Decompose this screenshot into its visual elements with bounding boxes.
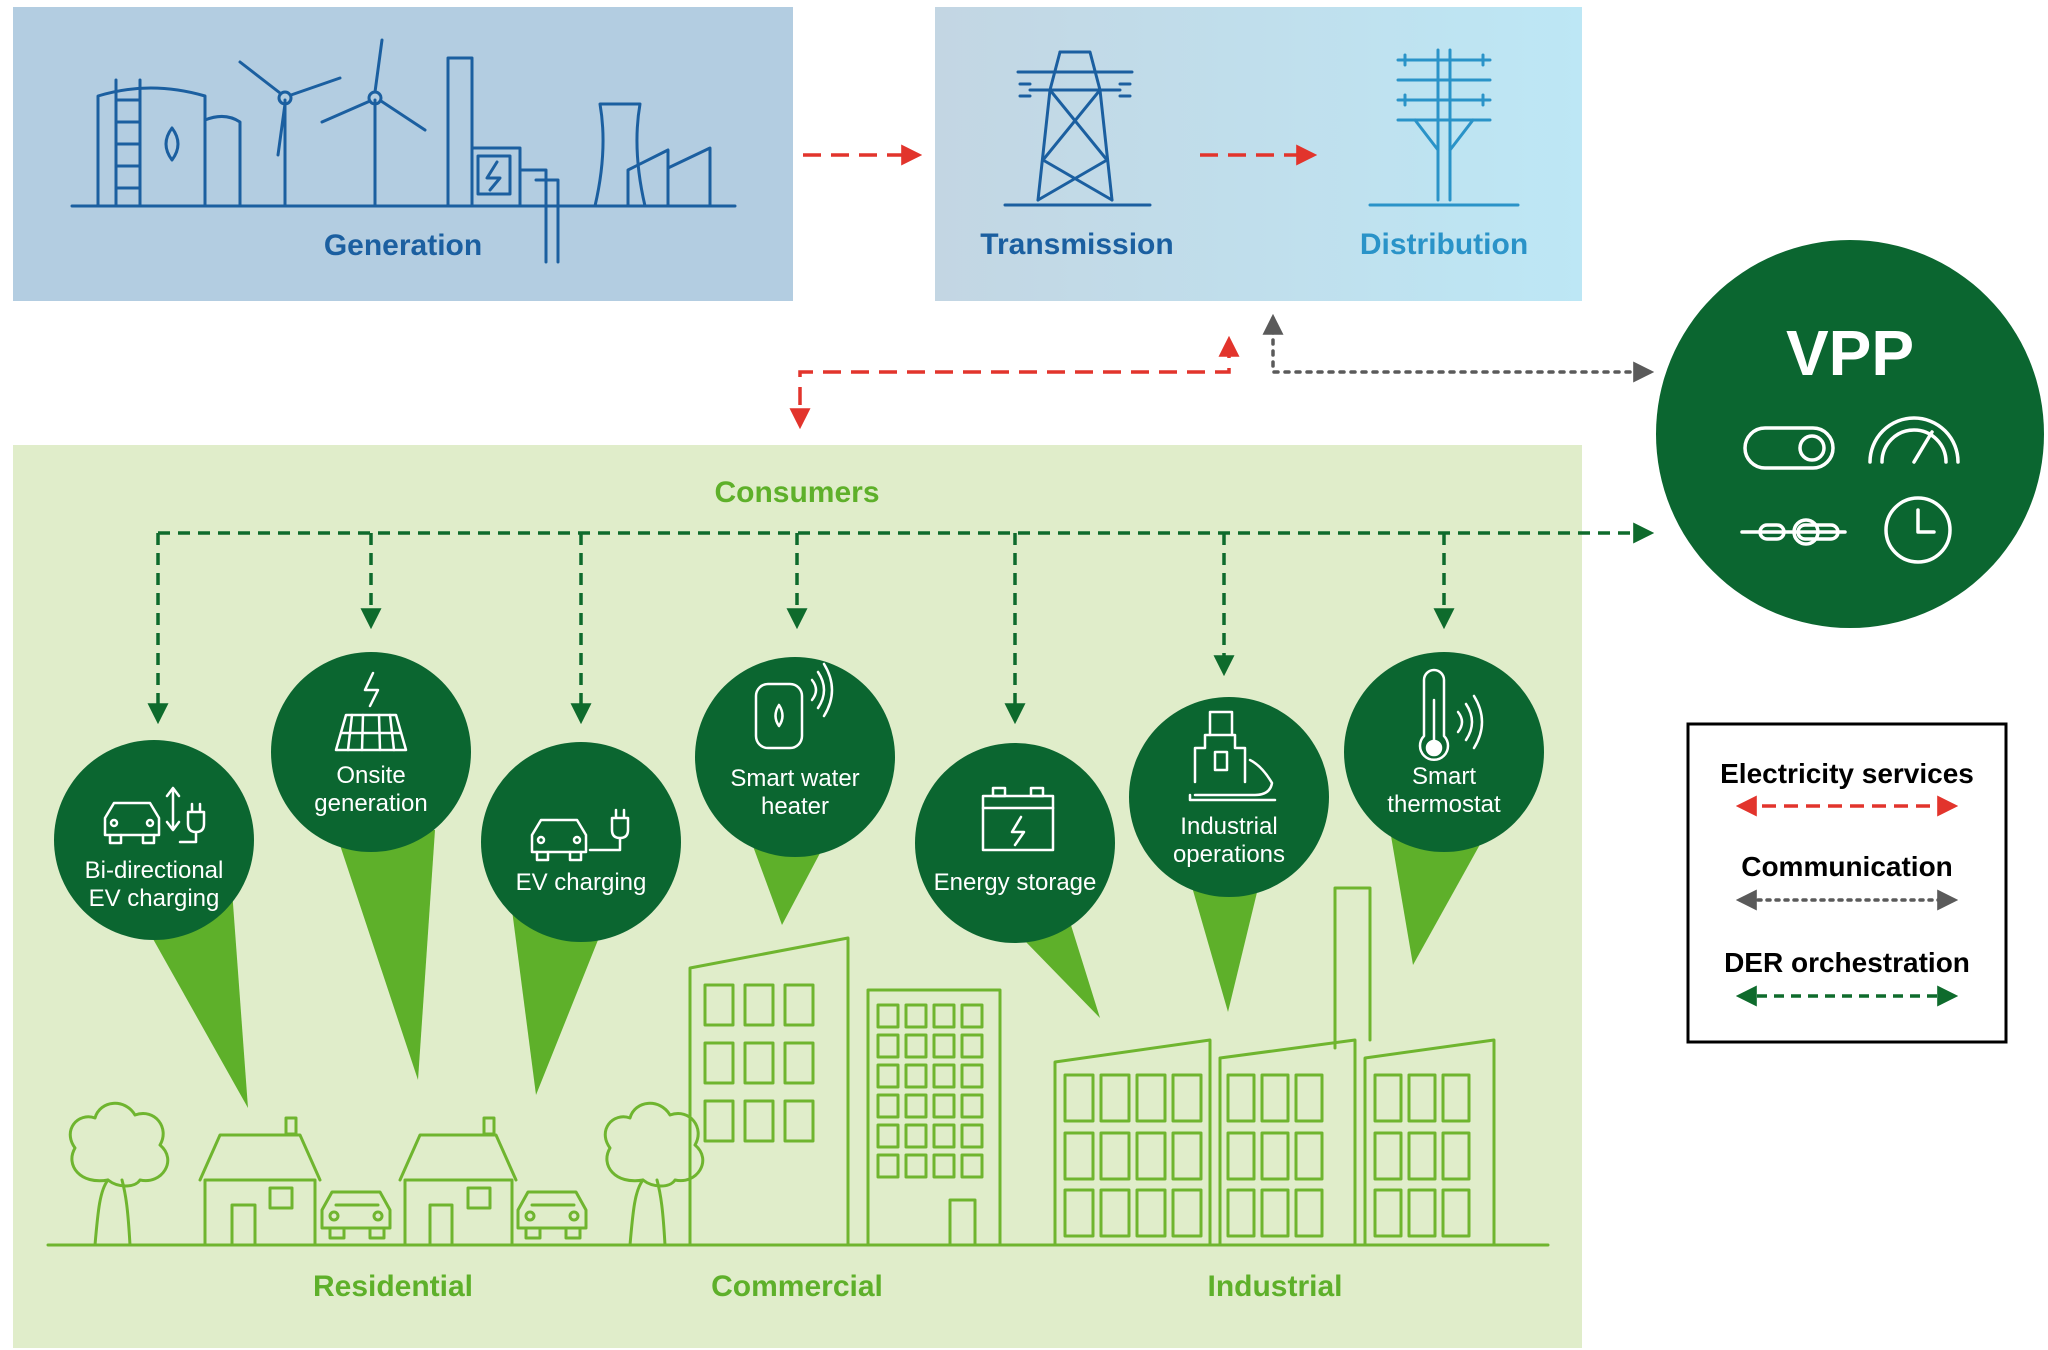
transmission-label: Transmission	[980, 228, 1173, 261]
pin-ev-charging	[481, 742, 681, 942]
tree-icon	[68, 1101, 170, 1247]
power-plants-icon	[70, 38, 737, 264]
pin-tail-smart-water-heater	[750, 838, 828, 925]
solar-panel-icon	[334, 671, 408, 752]
clock-icon	[1884, 496, 1952, 564]
communication-arrow-grid-to-vpp	[1262, 313, 1655, 383]
der-pins: Bi-directional EV charging Onsite genera…	[54, 652, 1544, 1108]
pin-label-bidirectional-ev-1: Bi-directional	[85, 857, 224, 884]
cityscape	[46, 886, 1550, 1247]
generation-panel: Generation	[13, 7, 793, 301]
pin-label-ev-charging-1: EV charging	[516, 869, 647, 896]
vpp-label: VPP	[1786, 317, 1914, 389]
generation-label: Generation	[324, 229, 482, 262]
tree-icon	[603, 1101, 705, 1247]
pin-tail-industrial-operations	[1190, 880, 1260, 1012]
pin-tail-bidirectional-ev	[148, 890, 248, 1108]
bidirectional-ev-charging-icon	[103, 786, 206, 845]
office-building-icon	[688, 936, 850, 1247]
sector-label-commercial: Commercial	[711, 1270, 883, 1303]
toggle-switch-icon	[1743, 426, 1835, 470]
house-icon	[398, 1116, 518, 1247]
house-icon	[198, 1116, 322, 1247]
pin-onsite-generation	[271, 652, 471, 852]
sector-labels: Residential Commercial Industrial	[313, 1270, 1343, 1303]
water-heater-icon	[754, 662, 834, 750]
pin-tail-smart-thermostat	[1390, 830, 1488, 965]
pin-label-bidirectional-ev-2: EV charging	[89, 885, 220, 912]
office-building-icon	[866, 988, 1002, 1247]
pin-label-smart-thermostat-1: Smart	[1412, 763, 1476, 790]
pin-label-industrial-operations-2: operations	[1173, 841, 1285, 868]
pin-smart-water-heater	[695, 657, 895, 857]
pin-label-industrial-operations-1: Industrial	[1180, 813, 1277, 840]
pin-label-smart-water-heater-1: Smart water	[730, 765, 859, 792]
battery-icon	[981, 786, 1055, 852]
sector-label-industrial: Industrial	[1207, 1270, 1342, 1303]
factory-building-icon	[1053, 886, 1496, 1247]
der-orchestration-lines	[147, 522, 1655, 725]
vpp-hub: VPP	[1656, 240, 2044, 628]
pin-label-smart-water-heater-2: heater	[761, 793, 829, 820]
pin-label-smart-thermostat-2: thermostat	[1387, 791, 1501, 818]
distribution-label: Distribution	[1360, 228, 1528, 261]
consumers-title: Consumers	[714, 476, 879, 509]
slider-icon	[1740, 518, 1847, 546]
transmission-tower-icon	[1003, 50, 1152, 207]
pin-tail-ev-charging	[512, 910, 610, 1095]
legend-label-der-orchestration: DER orchestration	[1724, 947, 1970, 978]
car-icon	[516, 1190, 588, 1240]
pin-label-energy-storage-1: Energy storage	[934, 869, 1097, 896]
distribution-pole-icon	[1368, 48, 1520, 207]
pin-label-onsite-generation-1: Onsite	[336, 762, 405, 789]
industrial-machine-icon	[1188, 710, 1277, 802]
electricity-arrow-grid-to-consumers	[789, 335, 1240, 430]
pin-industrial-operations	[1129, 697, 1329, 897]
grid-panel: Transmission Distribution	[935, 7, 1582, 301]
sector-label-residential: Residential	[313, 1270, 473, 1303]
legend: Electricity services Communication DER o…	[1686, 722, 2008, 1044]
legend-label-electricity-services: Electricity services	[1720, 758, 1974, 789]
thermometer-icon	[1418, 668, 1484, 762]
gauge-icon	[1868, 416, 1960, 464]
legend-label-communication: Communication	[1741, 851, 1953, 882]
pin-tail-onsite-generation	[335, 830, 435, 1080]
pin-smart-thermostat	[1344, 652, 1544, 852]
pin-label-onsite-generation-2: generation	[314, 790, 427, 817]
ev-charging-icon	[530, 808, 630, 862]
car-icon	[320, 1190, 392, 1240]
